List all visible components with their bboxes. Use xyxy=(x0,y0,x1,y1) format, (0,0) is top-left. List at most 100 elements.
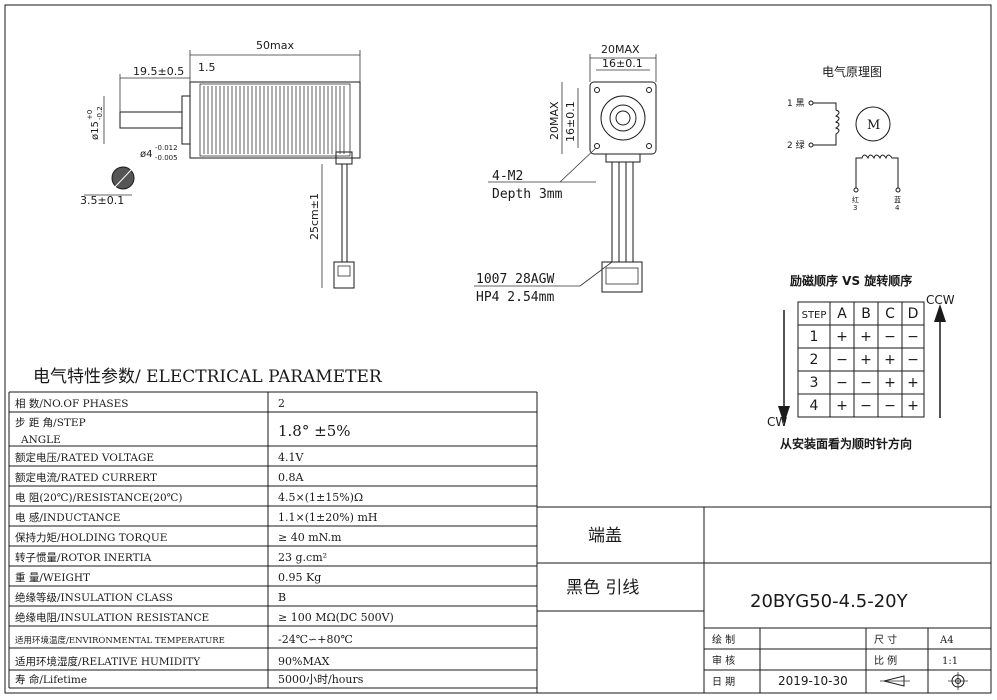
dim-dia4: ø4 xyxy=(140,149,152,160)
cooling-fins xyxy=(203,86,345,154)
ccw-label: CCW xyxy=(926,293,955,307)
dim-dia15: ø15 xyxy=(90,121,101,140)
dim-outer-w: 20MAX xyxy=(601,43,640,56)
sequence-cell: + xyxy=(860,352,872,368)
param-row: 适用环境湿度/RELATIVE HUMIDITY 90%MAX xyxy=(15,655,330,668)
dim-flange: 1.5 xyxy=(198,61,216,74)
param-label: 相 数/NO.OF PHASES xyxy=(15,397,128,410)
sequence-cell: 2 xyxy=(810,352,819,368)
svg-text:-0.005: -0.005 xyxy=(155,154,178,162)
sheet-border xyxy=(4,4,992,694)
sequence-title: 励磁顺序 VS 旋转顺序 xyxy=(790,273,912,288)
sheet-size: A4 xyxy=(939,635,954,646)
param-label: 电 感/INDUCTANCE xyxy=(15,511,120,524)
param-label: 适用环境温度/ENVIRONMENTAL TEMPERATURE xyxy=(15,635,225,646)
param-label: 重 量/WEIGHT xyxy=(15,571,90,584)
param-value: 90%MAX xyxy=(278,655,330,668)
sequence-cell: − xyxy=(907,352,919,368)
dim-inner-h: 16±0.1 xyxy=(564,101,577,142)
param-row: 电 阻(20℃)/RESISTANCE(20℃)4.5×(1±15%)Ω xyxy=(15,491,363,504)
svg-text:审 核: 审 核 xyxy=(712,654,735,667)
sequence-header-cell: C xyxy=(885,306,895,322)
sequence-header-cell: D xyxy=(908,306,919,322)
sequence-cell: − xyxy=(884,329,896,345)
mount-hole xyxy=(594,143,600,149)
coil-cd xyxy=(855,154,899,188)
dim-flat: 3.5±0.1 xyxy=(80,194,124,207)
sequence-cell: − xyxy=(836,375,848,391)
sequence-cell: + xyxy=(884,352,896,368)
wire-spec: 1007 28AGW xyxy=(476,272,554,287)
param-row: 额定电流/RATED CURRERT 0.8A xyxy=(15,471,304,484)
end-cap-label: 端盖 xyxy=(588,526,622,546)
connector xyxy=(333,261,355,289)
param-row: 电 感/INDUCTANCE 1.1×(1±20%) mH xyxy=(15,511,377,524)
svg-text:尺 寸: 尺 寸 xyxy=(874,633,897,646)
dim-shaft: 19.5±0.5 xyxy=(133,65,184,78)
wiring-schematic: 电气原理图 M 1 黑 2 绿 红 3 蓝 4 xyxy=(787,64,901,212)
sequence-cell: − xyxy=(860,398,872,414)
sequence-cell: + xyxy=(884,375,896,391)
shaft xyxy=(119,111,183,129)
param-value: 5000小时/hours xyxy=(278,673,364,686)
param-label-cont: ANGLE xyxy=(20,434,61,446)
sequence-cell: + xyxy=(836,398,848,414)
schematic-title: 电气原理图 xyxy=(822,64,882,79)
param-label: 寿 命/Lifetime xyxy=(15,673,87,686)
param-value: 0.8A xyxy=(278,471,304,484)
mount-hole xyxy=(646,87,652,93)
param-label: 保持力矩/HOLDING TORQUE xyxy=(15,531,167,544)
sequence-header-cell: A xyxy=(837,306,847,322)
param-label: 电 阻(20℃)/RESISTANCE(20℃) xyxy=(15,491,182,504)
param-row: 额定电压/RATED VOLTAGE 4.1V xyxy=(15,451,304,464)
sequence-cell: − xyxy=(884,398,896,414)
sequence-cell: 3 xyxy=(810,375,819,391)
param-label: 额定电压/RATED VOLTAGE xyxy=(15,451,154,464)
coil-ab xyxy=(813,102,840,146)
svg-text:2 绿: 2 绿 xyxy=(787,139,805,151)
svg-text:日 期: 日 期 xyxy=(712,676,735,688)
params-title: 电气特性参数/ ELECTRICAL PARAMETER xyxy=(33,367,383,387)
title-block: 端盖 黑色 引线 20BYG50-4.5-20Y 绘 制 审 核 日 期 201… xyxy=(536,506,991,693)
param-row: 适用环境温度/ENVIRONMENTAL TEMPERATURE -24℃∽+80… xyxy=(15,633,353,646)
svg-text:3: 3 xyxy=(853,204,857,212)
param-row: 绝缘电阻/INSULATION RESISTANCE≥ 100 MΩ(DC 50… xyxy=(15,611,394,624)
svg-text:-0.2: -0.2 xyxy=(96,106,104,120)
sequence-cell: + xyxy=(907,375,919,391)
drawing-date: 2019-10-30 xyxy=(778,674,848,688)
motor-body xyxy=(189,81,361,159)
sequence-header-cell: STEP xyxy=(802,310,827,321)
sequence-cell: − xyxy=(907,329,919,345)
param-row: 绝缘等级/INSULATION CLASS B xyxy=(15,591,286,604)
mount-hole xyxy=(646,143,652,149)
sequence-cell: + xyxy=(836,329,848,345)
mount-depth-label: Depth 3mm xyxy=(492,187,563,202)
svg-text:1 黑: 1 黑 xyxy=(787,98,805,109)
param-value: -24℃∽+80℃ xyxy=(278,633,353,646)
param-value: 4.1V xyxy=(278,451,304,464)
ccw-arrow xyxy=(934,304,946,322)
lead-label: 黑色 引线 xyxy=(566,578,639,598)
param-row: 寿 命/Lifetime 5000小时/hours xyxy=(15,673,364,686)
param-label: 额定电流/RATED CURRERT xyxy=(15,471,157,484)
svg-text:4: 4 xyxy=(895,204,900,212)
sequence-cell: 1 xyxy=(810,329,819,345)
sequence-cell: − xyxy=(836,352,848,368)
param-value: B xyxy=(278,591,286,604)
dim-inner-w: 16±0.1 xyxy=(602,57,643,70)
sequence-cell: − xyxy=(860,375,872,391)
drawing-scale: 1:1 xyxy=(942,656,958,667)
param-value: 23 g.cm² xyxy=(278,551,327,564)
sequence-header-cell: B xyxy=(861,306,871,322)
svg-text:-0.012: -0.012 xyxy=(155,144,178,152)
param-label: 绝缘等级/INSULATION CLASS xyxy=(15,591,173,604)
param-label: 适用环境湿度/RELATIVE HUMIDITY xyxy=(15,655,201,668)
param-value: 1.1×(1±20%) mH xyxy=(278,511,377,524)
motor-symbol xyxy=(855,106,891,142)
flange-boss xyxy=(181,95,191,145)
